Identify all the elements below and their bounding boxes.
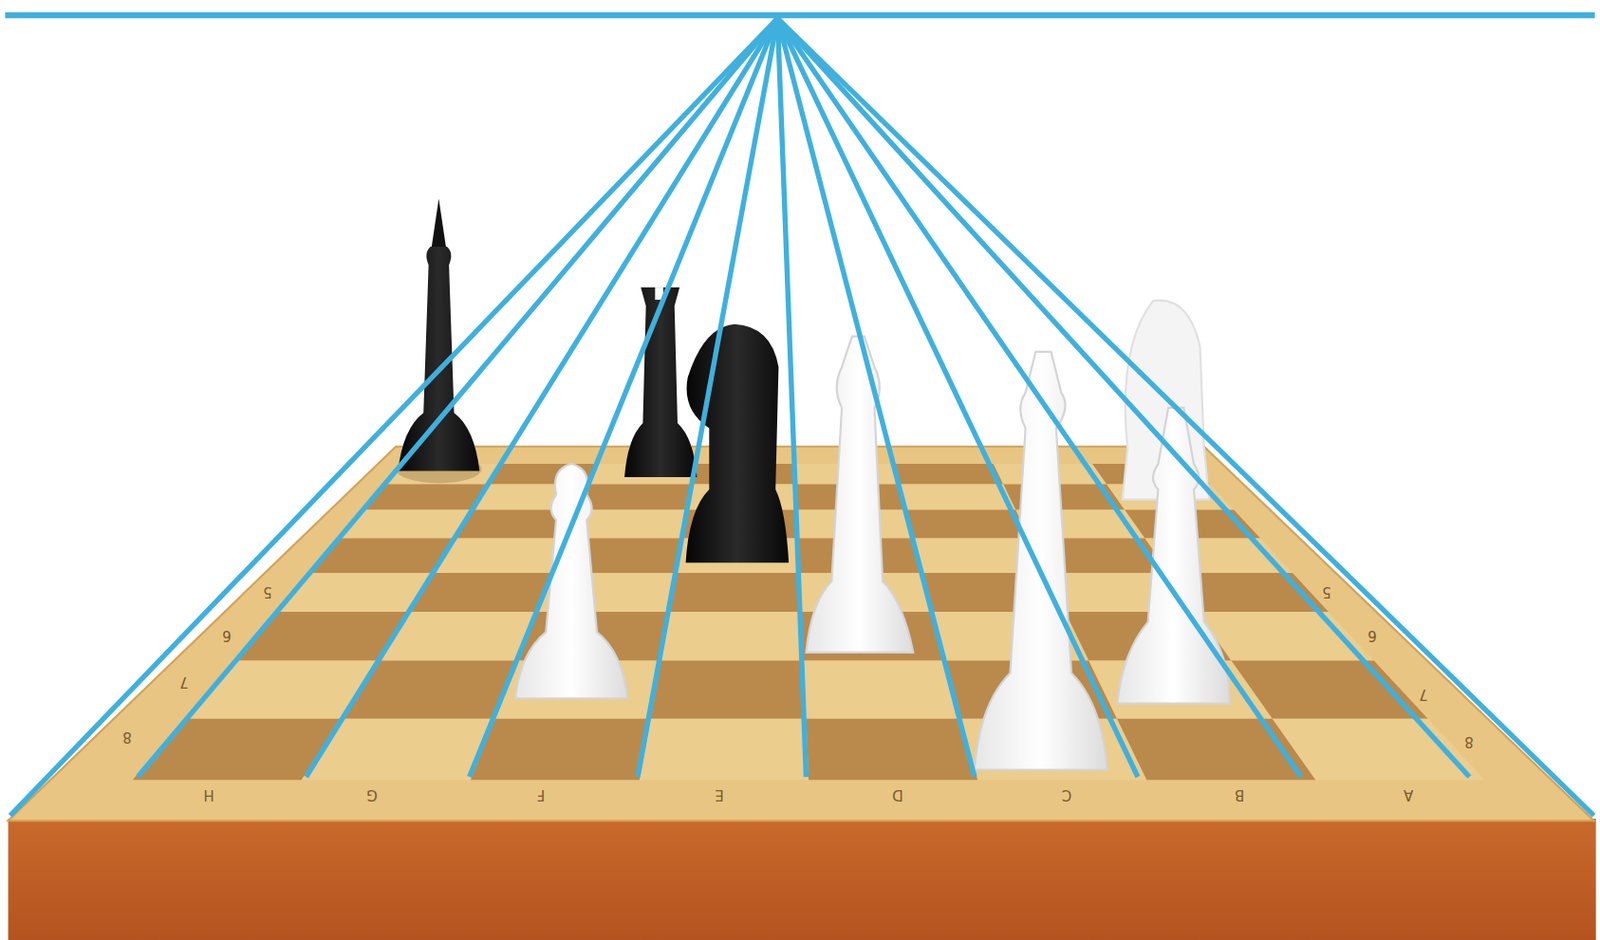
board-square [661, 612, 804, 662]
perspective-lines [10, 18, 1595, 817]
perspective-ray [637, 18, 778, 778]
perspective-ray [777, 18, 1302, 778]
perspective-ray [777, 18, 1138, 778]
board-square [894, 464, 1005, 484]
perspective-ray [777, 18, 1594, 817]
file-letter: C [1060, 787, 1071, 802]
board-square [470, 719, 652, 781]
rank-number: 8 [1465, 734, 1475, 749]
perspective-ray [777, 18, 975, 778]
perspective-ray [137, 18, 778, 778]
white-bishop [805, 336, 913, 653]
file-letter: H [204, 787, 215, 802]
board-square [803, 660, 962, 719]
white-pawn [515, 464, 628, 699]
board-square [339, 660, 519, 719]
board-square [1231, 660, 1429, 719]
rank-number: 5 [1321, 584, 1332, 599]
perspective-ray [10, 18, 779, 817]
rank-number: 5 [262, 584, 273, 599]
horizon-line [4, 12, 1595, 19]
perspective-ray [777, 18, 806, 778]
file-letter: F [537, 787, 546, 802]
rank-number: 6 [1367, 627, 1377, 642]
file-letter: A [1403, 787, 1414, 802]
board-square [301, 719, 496, 781]
file-letter: D [892, 787, 904, 802]
board-square [651, 660, 807, 719]
board-front [8, 818, 1597, 940]
board-square [806, 719, 979, 781]
rank-number: 7 [179, 673, 189, 689]
rank-number: 8 [123, 729, 133, 745]
board-square [307, 539, 453, 575]
perspective-ray [777, 18, 1470, 778]
black-king [397, 246, 480, 471]
board-square [669, 573, 802, 613]
board-square [579, 484, 694, 511]
board-square [1272, 719, 1486, 781]
board-square [639, 719, 809, 781]
board-square [375, 612, 539, 662]
board-square [275, 573, 431, 613]
perspective-ray [469, 18, 779, 778]
rank-number: 7 [1418, 686, 1429, 701]
black-rook [624, 287, 697, 478]
file-letter: E [714, 787, 724, 802]
rank-number: 6 [222, 627, 232, 642]
file-letter: B [1234, 787, 1245, 802]
board-square [1196, 612, 1375, 662]
white-king [974, 352, 1108, 771]
file-letter: G [367, 787, 379, 802]
perspective-ray [306, 18, 779, 778]
king-finial [431, 199, 447, 248]
